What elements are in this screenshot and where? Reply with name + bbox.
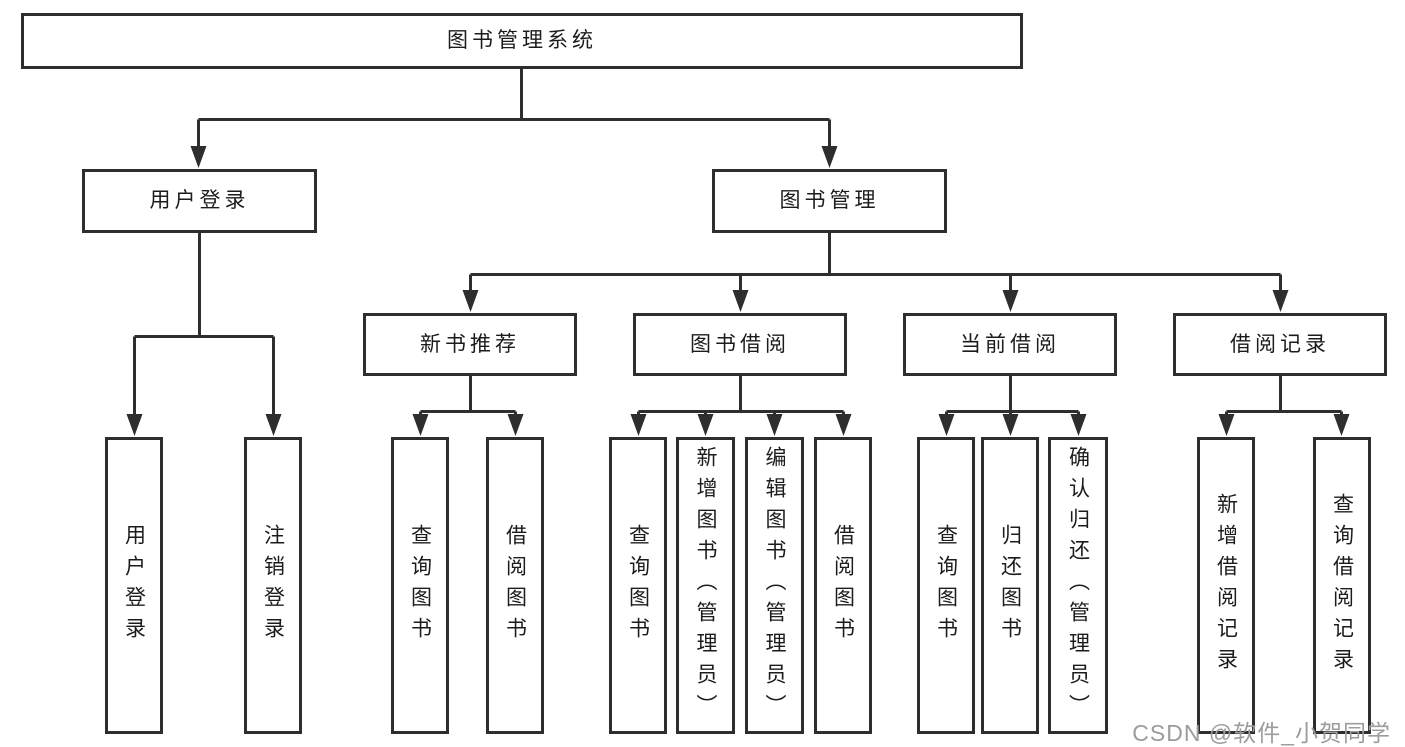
node-leaf-add-borrow-record: 新增借阅记录 xyxy=(1197,437,1255,734)
node-leaf-borrow-books: 借阅图书 xyxy=(814,437,872,734)
arrowhead xyxy=(697,414,714,436)
connectors-book-borrow xyxy=(630,376,852,436)
arrowhead xyxy=(265,414,282,436)
node-book-management: 图书管理 xyxy=(712,169,947,233)
node-new-book-recommend: 新书推荐 xyxy=(363,313,577,376)
arrowhead xyxy=(1002,414,1019,436)
connectors-new-books xyxy=(412,376,524,436)
node-leaf-logout: 注销登录 xyxy=(244,437,302,734)
arrowhead xyxy=(1070,414,1087,436)
node-user-login: 用户登录 xyxy=(82,169,317,233)
node-borrow-records: 借阅记录 xyxy=(1173,313,1387,376)
arrowhead xyxy=(412,414,429,436)
arrowhead xyxy=(1002,290,1019,312)
arrowhead xyxy=(190,146,207,168)
node-current-borrow: 当前借阅 xyxy=(903,313,1117,376)
node-leaf-user-login: 用户登录 xyxy=(105,437,163,734)
node-leaf-return-books: 归还图书 xyxy=(981,437,1039,734)
arrowhead xyxy=(938,414,955,436)
connectors-current-borrow xyxy=(938,376,1087,436)
arrowhead xyxy=(835,414,852,436)
node-leaf-query-books-current: 查询图书 xyxy=(917,437,975,734)
node-library-management-system: 图书管理系统 xyxy=(21,13,1023,69)
arrowhead xyxy=(821,146,838,168)
arrowhead xyxy=(1218,414,1235,436)
node-book-borrow: 图书借阅 xyxy=(633,313,847,376)
arrowhead xyxy=(732,290,749,312)
watermark-text: CSDN @软件_小贺同学 xyxy=(1132,720,1391,746)
connectors-user-login xyxy=(126,233,282,436)
arrowhead xyxy=(462,290,479,312)
arrowhead xyxy=(1272,290,1289,312)
arrowhead xyxy=(766,414,783,436)
node-leaf-query-books-borrow: 查询图书 xyxy=(609,437,667,734)
node-leaf-borrow-books-recommend: 借阅图书 xyxy=(486,437,544,734)
node-leaf-query-borrow-record: 查询借阅记录 xyxy=(1313,437,1371,734)
node-leaf-confirm-return-admin: 确认归还（管理员） xyxy=(1048,437,1108,734)
arrowhead xyxy=(630,414,647,436)
arrowhead xyxy=(507,414,524,436)
node-leaf-add-books-admin: 新增图书（管理员） xyxy=(676,437,735,734)
connectors-book-management xyxy=(462,233,1289,312)
arrowhead xyxy=(1333,414,1350,436)
node-leaf-query-books-recommend: 查询图书 xyxy=(391,437,449,734)
connectors-root xyxy=(190,69,838,168)
connectors-borrow-records xyxy=(1218,376,1350,436)
node-leaf-edit-books-admin: 编辑图书（管理员） xyxy=(745,437,804,734)
arrowhead xyxy=(126,414,143,436)
